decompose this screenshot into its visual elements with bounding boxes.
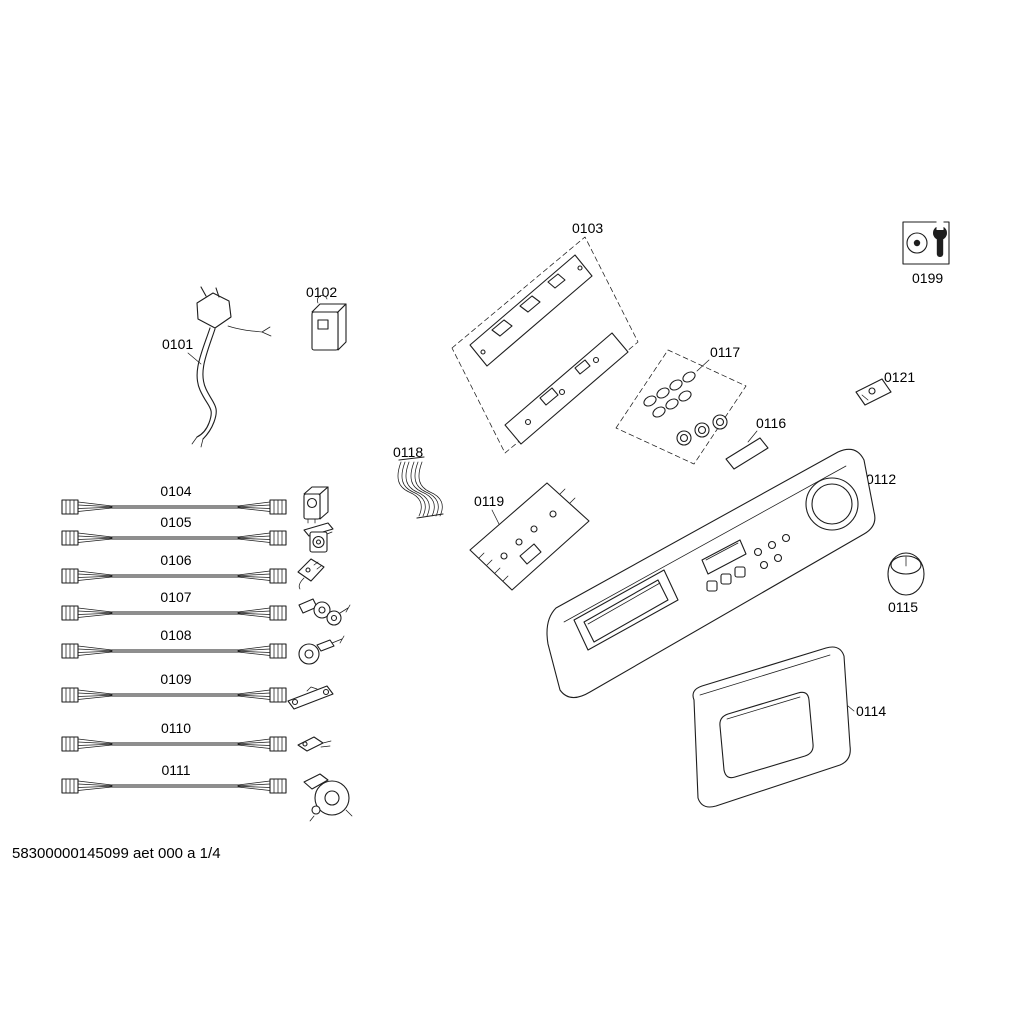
- document-number: 58300000145099 aet 000 a 1/4: [12, 845, 221, 862]
- drawer-aperture: [583, 579, 669, 643]
- panel-buttons: [706, 533, 791, 592]
- handle-recess: [719, 691, 814, 779]
- part-label-0109: 0109: [160, 671, 191, 687]
- component-icon-0106: [297, 558, 325, 590]
- part-0106-cable-harness: 0106: [61, 552, 325, 590]
- cable-drawing: [61, 687, 287, 703]
- component-icon-0111: [303, 773, 353, 822]
- part-label-0105: 0105: [160, 514, 191, 530]
- part-label-0101: 0101: [162, 336, 193, 352]
- part-0121-clip: 0121: [855, 369, 915, 406]
- cable-drawing: [61, 530, 287, 546]
- part-label-0110: 0110: [161, 720, 191, 736]
- part-label-0116: 0116: [756, 415, 786, 431]
- part-label-0111: 0111: [161, 762, 190, 778]
- part-0101-power-cord: 0101: [162, 286, 272, 448]
- cable-drawing: [61, 643, 287, 659]
- cable-drawing: [61, 778, 287, 794]
- part-label-0108: 0108: [160, 627, 191, 643]
- circuit-board-upper: [469, 254, 593, 367]
- part-0103-control-module: 0103: [451, 220, 639, 454]
- round-buttons: [676, 414, 728, 446]
- part-0115-knob: 0115: [887, 552, 925, 615]
- part-0108-cable-harness: 0108: [61, 627, 345, 665]
- part-0111-cable-harness: 0111: [61, 762, 353, 822]
- oval-buttons: [643, 371, 696, 418]
- part-0119-display-board: 0119: [469, 482, 590, 591]
- part-label-0107: 0107: [160, 589, 191, 605]
- circuit-board-lower: [504, 332, 629, 445]
- leader-line: [747, 430, 758, 443]
- wrench-icon: [933, 221, 947, 257]
- leader-line: [847, 705, 855, 712]
- part-label-0115: 0115: [888, 599, 918, 615]
- fascia-fold-line: [563, 465, 847, 623]
- clip-body: [855, 378, 892, 406]
- part-label-0199: 0199: [912, 270, 943, 286]
- part-label-0106: 0106: [160, 552, 191, 568]
- part-label-0102: 0102: [306, 284, 337, 300]
- part-label-0114: 0114: [856, 703, 886, 719]
- cable-drawing: [61, 499, 287, 515]
- connector-blocks: [491, 273, 566, 337]
- part-label-0112: 0112: [866, 471, 896, 487]
- cable-drawing: [61, 605, 287, 621]
- display-window: [701, 539, 747, 575]
- component-body: [311, 311, 339, 351]
- component-icon-0105: [303, 522, 334, 553]
- part-0105-cable-harness: 0105: [61, 514, 334, 553]
- stripped-wire-end: [227, 325, 272, 337]
- part-0118-ribbon-cable: 0118: [393, 444, 444, 519]
- part-0116-trim-strip: 0116: [725, 415, 786, 470]
- cable-drawing: [61, 736, 287, 752]
- dashed-boundary-box: [615, 349, 747, 465]
- part-0199-service-tool: 0199: [902, 221, 950, 286]
- part-0109-cable-harness: 0109: [61, 671, 334, 710]
- cable-drawing: [61, 568, 287, 584]
- part-label-0117: 0117: [710, 344, 740, 360]
- part-0110-cable-harness: 0110: [61, 720, 332, 752]
- fascia-outline: [546, 448, 876, 699]
- part-label-0103: 0103: [572, 220, 603, 236]
- ribbon-end-caps: [398, 456, 444, 519]
- part-label-0118: 0118: [393, 444, 423, 460]
- part-0107-cable-harness: 0107: [61, 589, 351, 626]
- dashed-boundary-box: [451, 236, 639, 454]
- part-0114-drawer-front: 0114: [692, 646, 886, 808]
- strip-body: [725, 437, 769, 470]
- part-label-0104: 0104: [160, 483, 191, 499]
- cord-line: [196, 327, 212, 438]
- component-icon-0107: [298, 598, 351, 626]
- pcb-outline: [469, 482, 590, 591]
- part-label-0119: 0119: [474, 493, 504, 509]
- component-icon-0109: [287, 685, 334, 710]
- part-0117-button-set: 0117: [615, 344, 747, 465]
- leader-line: [696, 359, 710, 372]
- part-0102-suppressor: 0102: [306, 284, 347, 351]
- mains-plug: [196, 292, 232, 329]
- component-icon-0108: [298, 635, 345, 665]
- component-icon-0104: [303, 486, 329, 524]
- part-0112-control-panel: 0112: [546, 448, 896, 699]
- knob-opening: [805, 477, 859, 531]
- component-icon-0110: [297, 736, 332, 752]
- part-label-0121: 0121: [884, 369, 915, 385]
- part-0104-cable-harness: 0104: [61, 483, 329, 524]
